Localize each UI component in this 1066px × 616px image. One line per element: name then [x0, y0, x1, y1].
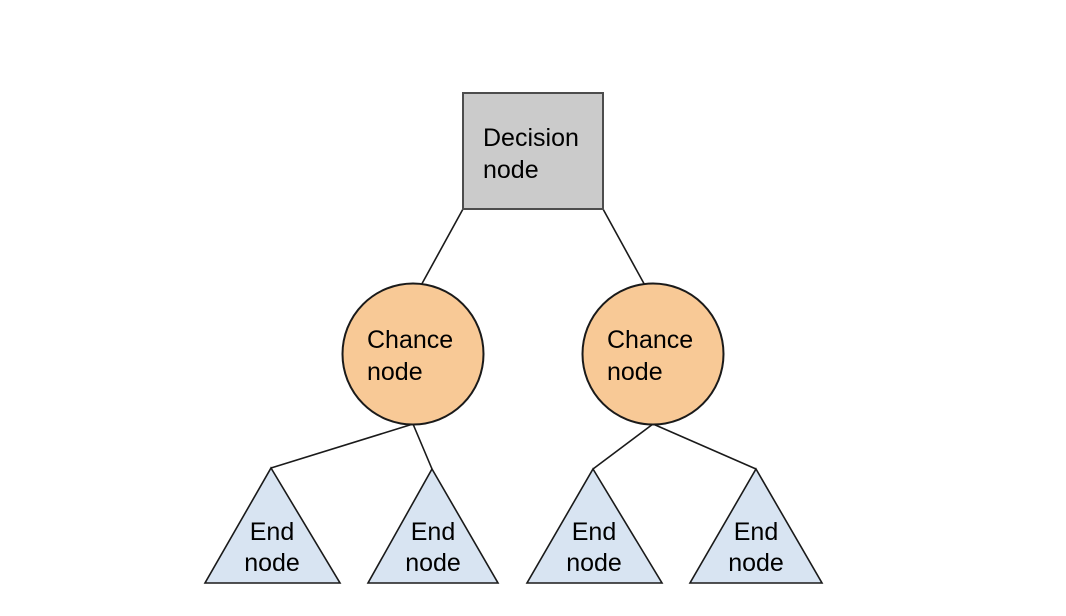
- end-node-2-shape: [366, 467, 500, 584]
- edge-chance-left-to-end-2: [412, 423, 433, 470]
- end-node-1-shape: [203, 466, 342, 584]
- edge-chance-left-to-end-1: [270, 423, 414, 469]
- end-node-3-label-line2: node: [566, 549, 622, 577]
- decision-node-label-line1: Decision: [483, 124, 579, 152]
- chance-node-right-label-line1: Chance: [607, 326, 693, 354]
- end-node-1-label-line2: node: [244, 549, 300, 577]
- edge-chance-right-to-end-4: [652, 423, 757, 470]
- chance-node-right-label-line2: node: [607, 358, 663, 386]
- end-node-2-label-line2: node: [405, 549, 461, 577]
- decision-node-shape: [462, 92, 604, 210]
- edge-chance-right-to-end-3: [592, 423, 654, 470]
- end-node-4-label-line1: End: [734, 518, 778, 546]
- decision-node-label-line2: node: [483, 156, 539, 184]
- end-node-1-label-line1: End: [250, 518, 294, 546]
- end-node-3-label-line1: End: [572, 518, 616, 546]
- end-node-3-shape: [525, 467, 664, 584]
- chance-node-left-label-line1: Chance: [367, 326, 453, 354]
- end-node-2-label-line1: End: [411, 518, 455, 546]
- chance-node-left-shape: [341, 282, 485, 426]
- chance-node-left-label-line2: node: [367, 358, 423, 386]
- end-node-4-label-line2: node: [728, 549, 784, 577]
- end-node-4-shape: [688, 467, 824, 584]
- chance-node-right-shape: [581, 282, 725, 426]
